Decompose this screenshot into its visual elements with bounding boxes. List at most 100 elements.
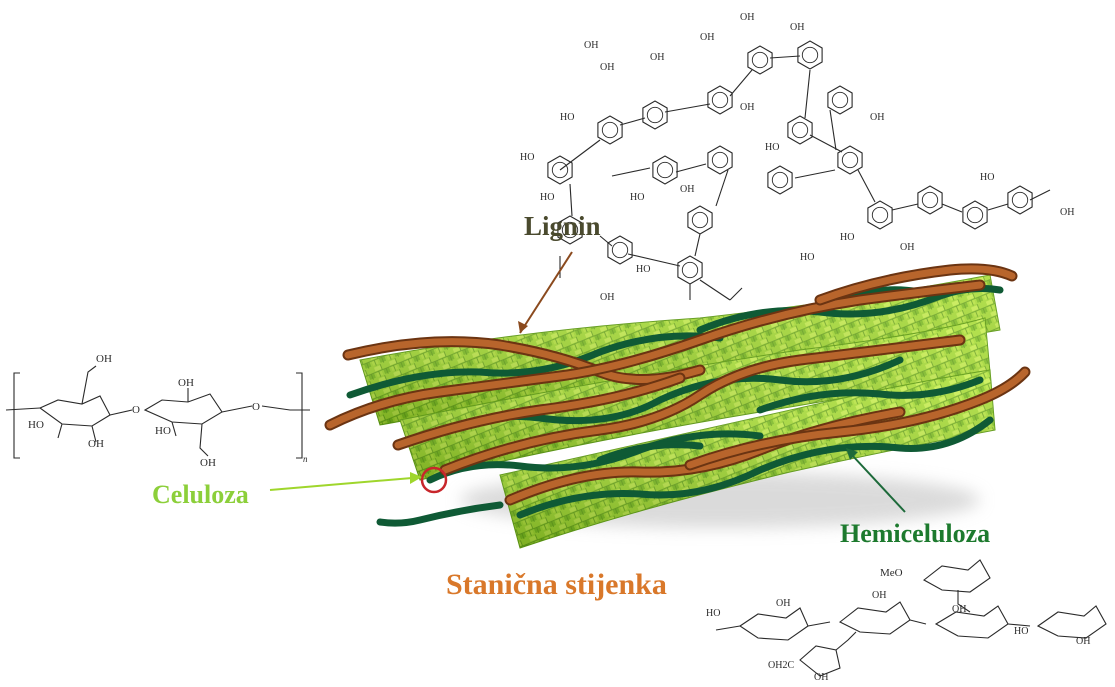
ho-label: HO [765, 142, 779, 153]
hemicellulose-strand [756, 376, 984, 414]
lignin-arrow [519, 251, 573, 334]
aromatic-ring [837, 145, 863, 175]
oh-label: OH [740, 12, 754, 23]
ho-label: HO [840, 232, 854, 243]
ch2oh-label: OH2C [768, 660, 794, 671]
aromatic-ring [707, 85, 733, 115]
bond [627, 253, 681, 267]
oh-label: OH [790, 22, 804, 33]
oh-label: OH [178, 377, 194, 389]
aromatic-ring [597, 115, 623, 145]
oh-label: OH [776, 598, 790, 609]
aromatic-ring [747, 45, 773, 75]
ho-label: HO [980, 172, 994, 183]
hemiceluloza-label: Hemiceluloza [840, 519, 991, 548]
aromatic-ring-inner [791, 121, 809, 139]
cellulose-structure: OH HO OH O OH HO OH O n [5, 353, 310, 469]
bond [729, 69, 753, 97]
oh-label: OH [870, 112, 884, 123]
ho-label: HO [630, 192, 644, 203]
aromatic-ring [677, 255, 703, 285]
bond [809, 134, 843, 153]
aromatic-ring [827, 85, 853, 115]
aromatic-ring [962, 200, 988, 230]
hemicellulose-strand [346, 332, 724, 399]
lignin-strand [441, 336, 964, 474]
bond [694, 233, 701, 257]
aromatic-ring [652, 155, 678, 185]
oh-label: OH [650, 52, 664, 63]
aromatic-ring [917, 185, 943, 215]
bond [804, 69, 811, 119]
cell-wall-illustration [324, 263, 1031, 549]
bond [729, 287, 743, 301]
oh-label: OH [1060, 207, 1074, 218]
lignin-strand [344, 338, 704, 384]
ho-label: HO [706, 608, 720, 619]
hemicellulose-strand [426, 430, 764, 484]
ho-label: HO [636, 264, 650, 275]
lignin-strand [394, 374, 684, 449]
oh-label: OH [1076, 636, 1090, 647]
bracket-right [296, 372, 303, 459]
aromatic-ring-inner [711, 91, 729, 109]
bond [941, 203, 963, 213]
bond [675, 163, 707, 173]
aromatic-ring-inner [711, 151, 729, 169]
aromatic-ring-inner [561, 221, 579, 239]
aromatic-ring-inner [646, 106, 664, 124]
ho-label: HO [800, 252, 814, 263]
ho-label: HO [560, 112, 574, 123]
oh-label: OH [900, 242, 914, 253]
meo-label: MeO [880, 567, 903, 579]
aromatic-ring-inner [601, 121, 619, 139]
fibril-end-highlight [420, 466, 448, 494]
aromatic-ring-inner [691, 211, 709, 229]
aromatic-ring-inner [966, 206, 984, 224]
aromatic-ring [867, 200, 893, 230]
oh-label: OH [952, 604, 966, 615]
aromatic-ring-inner [771, 171, 789, 189]
aromatic-ring-inner [751, 51, 769, 69]
aromatic-ring-inner [611, 241, 629, 259]
bond [829, 109, 837, 151]
cell-wall-label: Stanična stijenka [446, 568, 667, 601]
ho-label: HO [520, 152, 534, 163]
aromatic-ring-inner [831, 91, 849, 109]
oh-label: OH [600, 292, 614, 303]
bond [987, 203, 1009, 211]
aromatic-ring [767, 165, 793, 195]
bond [569, 183, 573, 217]
oh-label: OH [872, 590, 886, 601]
bond [715, 169, 729, 207]
lignin-label: Lignin [524, 211, 601, 241]
aromatic-ring [687, 205, 713, 235]
bond [559, 139, 601, 171]
oxygen-label: O [132, 404, 140, 416]
oh-label: OH [680, 184, 694, 195]
repeat-n-label: n [303, 454, 308, 464]
aromatic-ring-inner [1011, 191, 1029, 209]
bond [769, 55, 801, 59]
celuloza-arrow [269, 477, 413, 491]
glucose-ring-2 [143, 393, 223, 425]
bond [891, 203, 919, 211]
oh-label: OH [584, 40, 598, 51]
oh-label: OH [700, 32, 714, 43]
oh-label: OH [200, 457, 216, 469]
ho-label: HO [155, 425, 171, 437]
aromatic-ring [787, 115, 813, 145]
bracket-left [13, 372, 20, 459]
aromatic-ring [797, 40, 823, 70]
aromatic-ring-inner [801, 46, 819, 64]
bond [664, 103, 711, 113]
ho-label: HO [28, 419, 44, 431]
lignin-strand [506, 408, 904, 504]
hemicellulose-strand [596, 441, 704, 464]
xylose-ring-1 [739, 607, 809, 641]
aromatic-ring [607, 235, 633, 265]
hemicellulose-strand [376, 501, 504, 527]
arabinose-ring [799, 645, 841, 677]
